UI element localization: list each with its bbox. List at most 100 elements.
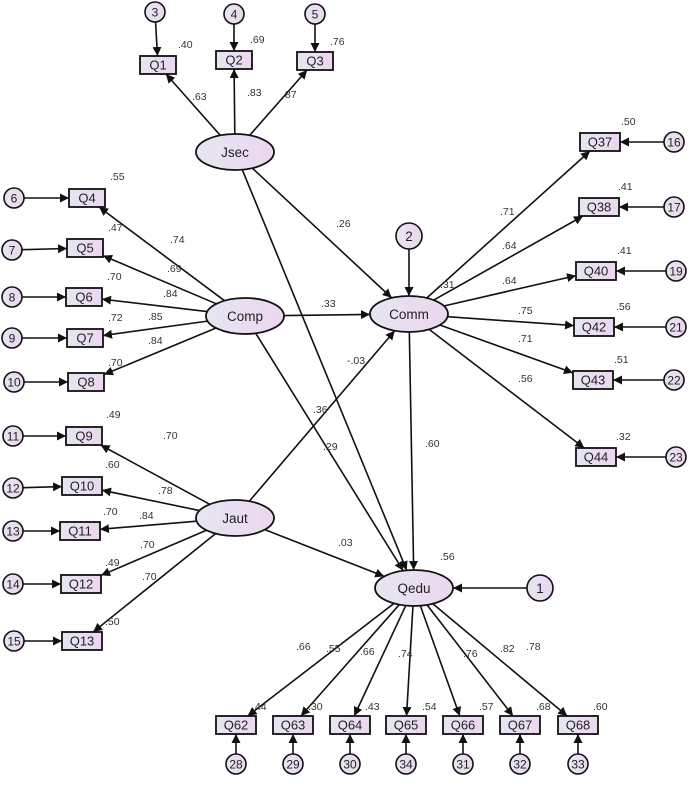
error-term-label: 6 xyxy=(11,192,18,206)
loading-value-q4: .74 xyxy=(170,234,185,246)
r-squared-q43: .51 xyxy=(614,354,629,366)
disturbance-1 xyxy=(526,574,554,602)
loading-path-q43 xyxy=(439,324,574,375)
indicator-label-q38: Q38 xyxy=(587,200,612,215)
indicator-box-q7 xyxy=(66,328,104,348)
indicator-label-q8: Q8 xyxy=(77,375,94,390)
error-term-12 xyxy=(2,477,24,499)
error-term-label: 12 xyxy=(6,482,20,496)
indicator-box-q40 xyxy=(575,261,617,281)
error-term-label: 21 xyxy=(669,321,683,335)
r-squared-q37: .50 xyxy=(621,116,636,128)
path-coef-jaut-comm: .36 xyxy=(313,404,328,416)
error-term-17 xyxy=(663,196,685,218)
disturbance-label: 2 xyxy=(405,229,413,244)
latent-label-qedu: Qedu xyxy=(397,581,430,596)
loading-value-q67: .82 xyxy=(500,643,515,655)
indicator-box-q63 xyxy=(272,715,314,735)
error-term-label: 17 xyxy=(667,201,681,215)
loading-value-q66: .76 xyxy=(463,648,478,660)
indicator-box-q4 xyxy=(68,188,106,208)
loading-path-q11 xyxy=(99,520,197,534)
loading-value-q38: .64 xyxy=(502,240,517,252)
r-squared-q7: .72 xyxy=(108,312,123,324)
error-term-21 xyxy=(665,316,687,338)
indicator-label-q10: Q10 xyxy=(70,479,95,494)
indicator-label-q67: Q67 xyxy=(508,718,533,733)
indicator-box-q68 xyxy=(557,715,599,735)
path-coef-comm-qedu: .60 xyxy=(425,438,440,450)
indicator-label-q7: Q7 xyxy=(76,331,93,346)
error-term-11 xyxy=(2,425,24,447)
error-term-13 xyxy=(2,520,24,542)
indicator-box-q62 xyxy=(215,715,257,735)
error-term-19 xyxy=(665,260,687,282)
error-term-4 xyxy=(223,3,245,25)
latent-label-comp: Comp xyxy=(227,309,263,324)
loading-path-q8 xyxy=(103,327,217,376)
r-squared-q11: .70 xyxy=(103,506,118,518)
indicator-box-q64 xyxy=(329,715,371,735)
r-squared-q66: .57 xyxy=(479,701,494,713)
error-term-29 xyxy=(282,753,304,775)
loading-value-q2: .83 xyxy=(247,87,262,99)
indicator-box-q44 xyxy=(575,447,617,467)
edges-layer xyxy=(21,21,666,754)
loading-path-q66 xyxy=(419,605,461,717)
indicator-label-q68: Q68 xyxy=(566,718,591,733)
error-term-label: 32 xyxy=(513,758,527,772)
loading-path-q65 xyxy=(402,605,414,717)
latent-comm xyxy=(369,295,449,333)
error-term-label: 16 xyxy=(667,136,681,150)
loading-value-q40: .64 xyxy=(502,275,517,287)
loading-path-q9 xyxy=(100,444,211,505)
indicator-box-q13 xyxy=(61,631,103,651)
indicator-label-q62: Q62 xyxy=(224,718,249,733)
structural-path-jaut-comm xyxy=(248,330,396,502)
path-coef-jaut-qedu: .03 xyxy=(338,537,353,549)
indicator-box-q12 xyxy=(60,574,102,594)
r-squared-q38: .41 xyxy=(618,181,633,193)
indicator-box-q67 xyxy=(499,715,541,735)
error-term-9 xyxy=(1,327,23,349)
loading-path-q40 xyxy=(443,273,577,307)
indicator-box-q10 xyxy=(61,476,103,496)
indicator-box-q6 xyxy=(65,287,103,307)
error-term-label: 11 xyxy=(7,430,20,444)
r-squared-q62: .44 xyxy=(252,701,267,713)
indicator-label-q66: Q66 xyxy=(451,718,476,733)
indicator-label-q44: Q44 xyxy=(584,450,609,465)
nodes-layer: Q13Q24Q35Q46Q57Q68Q79Q810Q911Q1012Q1113Q… xyxy=(1,1,687,775)
error-term-6 xyxy=(3,187,25,209)
r-squared-q40: .41 xyxy=(617,245,632,257)
error-term-label: 15 xyxy=(7,635,21,649)
loading-path-q38 xyxy=(433,215,584,301)
r-squared-q13: .50 xyxy=(105,616,120,628)
error-term-31 xyxy=(452,753,474,775)
path-coef-jsec-comm: .26 xyxy=(336,218,351,230)
loading-path-q2 xyxy=(229,68,239,135)
loading-path-q63 xyxy=(300,604,400,717)
r-squared-q63: .30 xyxy=(308,701,323,713)
indicator-label-q6: Q6 xyxy=(75,290,92,305)
loading-path-q37 xyxy=(426,150,591,299)
loading-value-q11: .84 xyxy=(139,510,154,522)
indicator-label-q40: Q40 xyxy=(584,264,609,279)
error-term-label: 5 xyxy=(312,8,319,22)
indicator-box-q38 xyxy=(578,197,620,217)
r-squared-q42: .56 xyxy=(616,301,631,313)
structural-path-comp-comm xyxy=(283,310,371,320)
indicator-label-q43: Q43 xyxy=(581,373,606,388)
loading-value-q62: .66 xyxy=(296,641,311,653)
error-term-22 xyxy=(663,369,685,391)
loading-path-q3 xyxy=(249,69,308,136)
loading-value-q1: .63 xyxy=(192,91,207,103)
indicator-box-q66 xyxy=(442,715,484,735)
error-term-label: 13 xyxy=(6,525,20,539)
error-term-30 xyxy=(339,753,361,775)
indicator-box-q37 xyxy=(579,132,621,152)
r-squared-qedu: .56 xyxy=(440,551,455,563)
indicator-box-q3 xyxy=(296,51,334,71)
